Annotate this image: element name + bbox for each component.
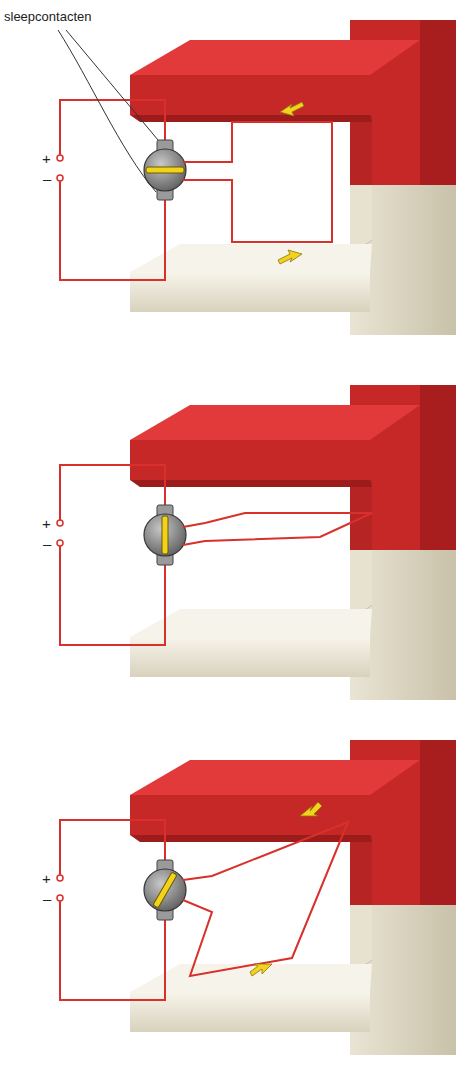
panel-3 (57, 740, 456, 1055)
force-arrow (250, 964, 272, 976)
coil-loop (183, 822, 348, 976)
coil-loop (183, 513, 372, 545)
terminal-sign: + (42, 516, 51, 531)
panel-1 (57, 20, 456, 335)
force-arrow (300, 802, 322, 816)
terminal-sign: + (42, 151, 51, 166)
leader-line (66, 30, 158, 140)
terminal-sign: – (43, 891, 51, 906)
terminal-sign: + (42, 871, 51, 886)
commutator-gap (162, 516, 168, 554)
force-arrow (278, 250, 302, 264)
part-label: sleepcontacten (4, 10, 91, 23)
panel-2 (57, 385, 456, 700)
force-arrow (280, 102, 304, 116)
leader-line (58, 30, 156, 192)
coil-loop (183, 122, 332, 242)
commutator-gap (146, 167, 184, 173)
terminal-sign: – (43, 536, 51, 551)
commutator-gap (153, 872, 177, 908)
terminal-sign: – (43, 171, 51, 186)
